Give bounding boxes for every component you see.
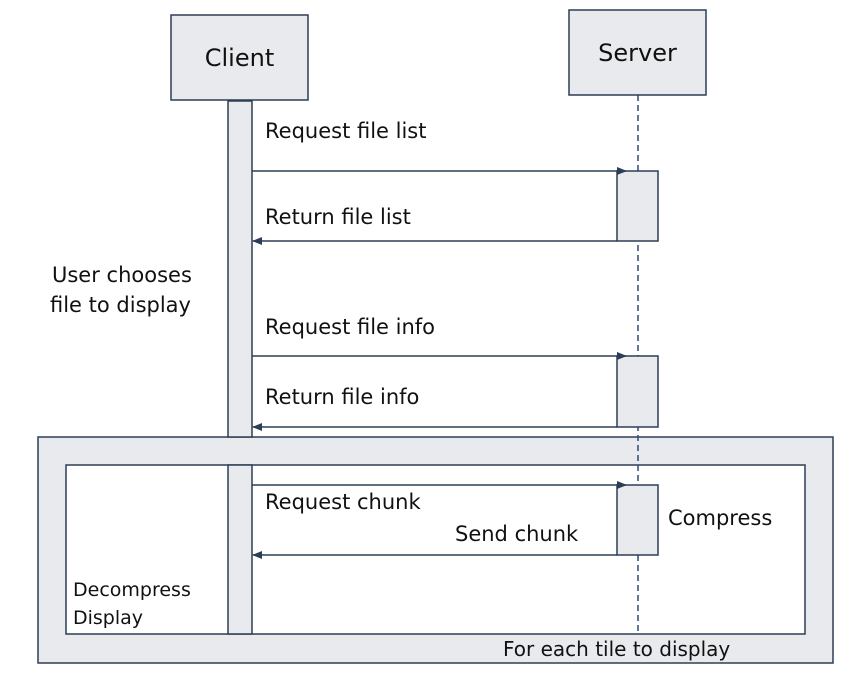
client-activation-lower <box>227 464 253 635</box>
message-send-chunk: Send chunk <box>455 522 579 546</box>
server-activation-file-info <box>616 355 659 428</box>
message-request-chunk: Request chunk <box>265 490 421 514</box>
message-return-file-list: Return file list <box>265 205 411 229</box>
message-return-file-info: Return file info <box>265 385 420 409</box>
loop-frame-inner <box>65 464 806 635</box>
client-box <box>170 14 309 101</box>
server-activation-file-list <box>616 170 659 242</box>
note-decompress: Decompress <box>73 579 191 601</box>
loop-label: For each tile to display <box>503 637 731 661</box>
server-box <box>568 9 707 96</box>
note-file-to-display: file to display <box>50 293 191 317</box>
message-request-file-list: Request file list <box>265 119 427 143</box>
client-activation-upper <box>227 100 253 438</box>
note-user-chooses: User chooses <box>52 263 192 287</box>
note-display: Display <box>73 607 144 629</box>
message-request-file-info: Request file info <box>265 315 436 339</box>
note-compress: Compress <box>668 506 773 530</box>
client-label: Client <box>204 44 275 72</box>
server-label: Server <box>598 39 677 67</box>
server-activation-chunk <box>616 484 659 556</box>
